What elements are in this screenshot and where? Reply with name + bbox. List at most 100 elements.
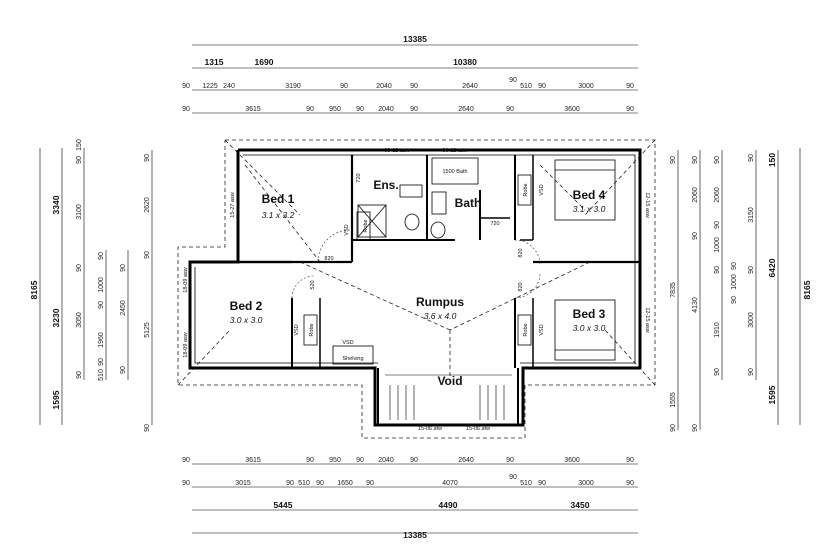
dim-right-r3-1: 1000 bbox=[731, 274, 738, 290]
dim-bot-r2-5: 1650 bbox=[337, 480, 353, 487]
dim-left-r3-3: 1960 bbox=[98, 332, 105, 348]
walls bbox=[188, 148, 642, 427]
dim-bot-r1-1: 3615 bbox=[245, 457, 261, 464]
dim-top-r3-7: 2640 bbox=[462, 83, 478, 90]
stair-void bbox=[385, 374, 512, 420]
window-1809-b: 18-09 asw bbox=[183, 332, 189, 357]
dim-right-r3-2: 90 bbox=[731, 296, 738, 304]
room-void-name: Void bbox=[437, 374, 462, 388]
dim-left-r3-1: 1000 bbox=[98, 277, 105, 293]
room-bed3-name: Bed 3 bbox=[573, 307, 606, 321]
dim-right-r2-1: 3150 bbox=[748, 207, 755, 223]
dim-right-seg-1: 6420 bbox=[767, 258, 777, 277]
door-swings bbox=[291, 229, 541, 299]
dim-bot-r1-8: 90 bbox=[506, 457, 514, 464]
dim-left-seg-0: 3340 bbox=[51, 195, 61, 214]
dimension-text: 13385 1315 1690 10380 90 1225 240 3190 9… bbox=[29, 34, 812, 540]
dim-top-r2-1: 1690 bbox=[255, 57, 274, 67]
dim-right-r4-1: 2060 bbox=[714, 187, 721, 203]
dim-left-r3-5: 510 bbox=[98, 369, 105, 381]
dim-top-r3-4: 90 bbox=[340, 83, 348, 90]
dim-top-r3-12: 90 bbox=[626, 83, 634, 90]
robe-label-bed2: Robe bbox=[309, 323, 315, 336]
dim-left-overall: 8165 bbox=[29, 280, 39, 299]
dim-bot-r1-7: 2640 bbox=[458, 457, 474, 464]
dim-left-r4-2: 90 bbox=[120, 366, 127, 374]
dim-left-r2-5: 90 bbox=[76, 371, 83, 379]
dim-bot-r2-2: 90 bbox=[286, 480, 294, 487]
room-bed1-size: 3.1 x 3.2 bbox=[262, 210, 295, 220]
window-0612: 06-12 asw bbox=[442, 148, 467, 154]
dim-right-r4-4: 90 bbox=[714, 266, 721, 274]
door-520: 520 bbox=[310, 280, 316, 289]
robe-label-bed4: Robe bbox=[523, 183, 529, 196]
room-rumpus-size: 3.6 x 4.0 bbox=[424, 311, 457, 321]
dim-top-r4-6: 90 bbox=[410, 106, 418, 113]
dim-top-r3-10: 90 bbox=[538, 83, 546, 90]
door-720-ens: 720 bbox=[356, 173, 362, 182]
dim-top-r4-4: 90 bbox=[356, 106, 364, 113]
dim-right-r2-2: 90 bbox=[748, 266, 755, 274]
dim-top-r2-0: 1315 bbox=[205, 57, 224, 67]
bath-tub-label: 1500 Bath bbox=[442, 169, 467, 175]
dim-bot-r1-4: 90 bbox=[356, 457, 364, 464]
dim-left-r2-0: 150 bbox=[76, 139, 83, 151]
room-ens-name: Ens. bbox=[373, 178, 398, 192]
dim-right-r2-3: 3000 bbox=[748, 312, 755, 328]
dim-right-r5-2: 90 bbox=[692, 232, 699, 240]
dim-right-r5-0: 90 bbox=[692, 156, 699, 164]
window-1809-a: 18-09 asw bbox=[183, 267, 189, 292]
dim-bot-r1-2: 90 bbox=[306, 457, 314, 464]
dim-top-r2-2: 10380 bbox=[453, 57, 477, 67]
dim-bot-r2-1: 3015 bbox=[235, 480, 251, 487]
dim-top-r4-1: 3615 bbox=[245, 106, 261, 113]
dim-left-seg-1: 3230 bbox=[51, 308, 61, 327]
small-labels: Robe Robe Robe Robe VSD VSD VSD VSD VSD … bbox=[183, 148, 650, 432]
fixtures bbox=[303, 157, 616, 365]
dim-top-r3-1: 1225 bbox=[202, 83, 218, 90]
window-1506-a: 15-06 afw bbox=[418, 426, 442, 432]
dim-left-r4-1: 2450 bbox=[120, 300, 127, 316]
dim-left-r3-2: 90 bbox=[98, 301, 105, 309]
dim-right-r2-4: 90 bbox=[748, 368, 755, 376]
dim-bot-r2-10: 90 bbox=[538, 480, 546, 487]
dim-top-r4-9: 3600 bbox=[564, 106, 580, 113]
window-1215-a: 12-15 asw bbox=[644, 192, 650, 217]
room-bed3-size: 3.0 x 3.0 bbox=[573, 323, 606, 333]
dim-bot-r1-10: 90 bbox=[626, 457, 634, 464]
vsd-label-2: VSD bbox=[539, 184, 545, 195]
dim-right-r4-0: 90 bbox=[714, 156, 721, 164]
dim-bot-r2-3: 510 bbox=[298, 480, 310, 487]
dim-left-r2-3: 90 bbox=[76, 264, 83, 272]
room-bed1-name: Bed 1 bbox=[262, 192, 295, 206]
dim-right-r2-0: 90 bbox=[748, 154, 755, 162]
dim-right-r6-1: 7835 bbox=[670, 282, 677, 298]
dim-top-overall: 13385 bbox=[403, 34, 427, 44]
dim-bot-r1-5: 2040 bbox=[378, 457, 394, 464]
dim-left-r3-4: 90 bbox=[98, 358, 105, 366]
dim-bot-r2-9: 510 bbox=[520, 480, 532, 487]
dim-left-r5-3: 5125 bbox=[144, 322, 151, 338]
robe-label-bed3: Robe bbox=[523, 323, 529, 336]
room-bed4-size: 3.1 x 3.0 bbox=[573, 204, 606, 214]
dim-right-r5-3: 4130 bbox=[692, 297, 699, 313]
window-1527: 15-27 asw bbox=[230, 192, 236, 217]
dim-top-r3-0: 90 bbox=[182, 83, 190, 90]
dim-top-r3-11: 3000 bbox=[578, 83, 594, 90]
vsd-label-1: VSD bbox=[344, 224, 350, 235]
robe-label-ens: Robe bbox=[363, 219, 369, 232]
dim-bot-r2-6: 90 bbox=[366, 480, 374, 487]
dim-right-seg-2: 1595 bbox=[767, 385, 777, 404]
room-bath-name: Bath bbox=[455, 196, 482, 210]
dimension-lines bbox=[39, 44, 801, 534]
room-rumpus-name: Rumpus bbox=[416, 295, 464, 309]
dim-right-r3-0: 90 bbox=[731, 262, 738, 270]
dim-top-r3-3: 3190 bbox=[285, 83, 301, 90]
door-820-a: 820 bbox=[324, 256, 333, 262]
dim-right-r5-4: 90 bbox=[692, 424, 699, 432]
room-bed2-size: 3.0 x 3.0 bbox=[230, 315, 263, 325]
dim-left-r5-1: 2620 bbox=[144, 197, 151, 213]
dim-left-r2-2: 3100 bbox=[76, 204, 83, 220]
door-820-b: 820 bbox=[518, 248, 524, 257]
